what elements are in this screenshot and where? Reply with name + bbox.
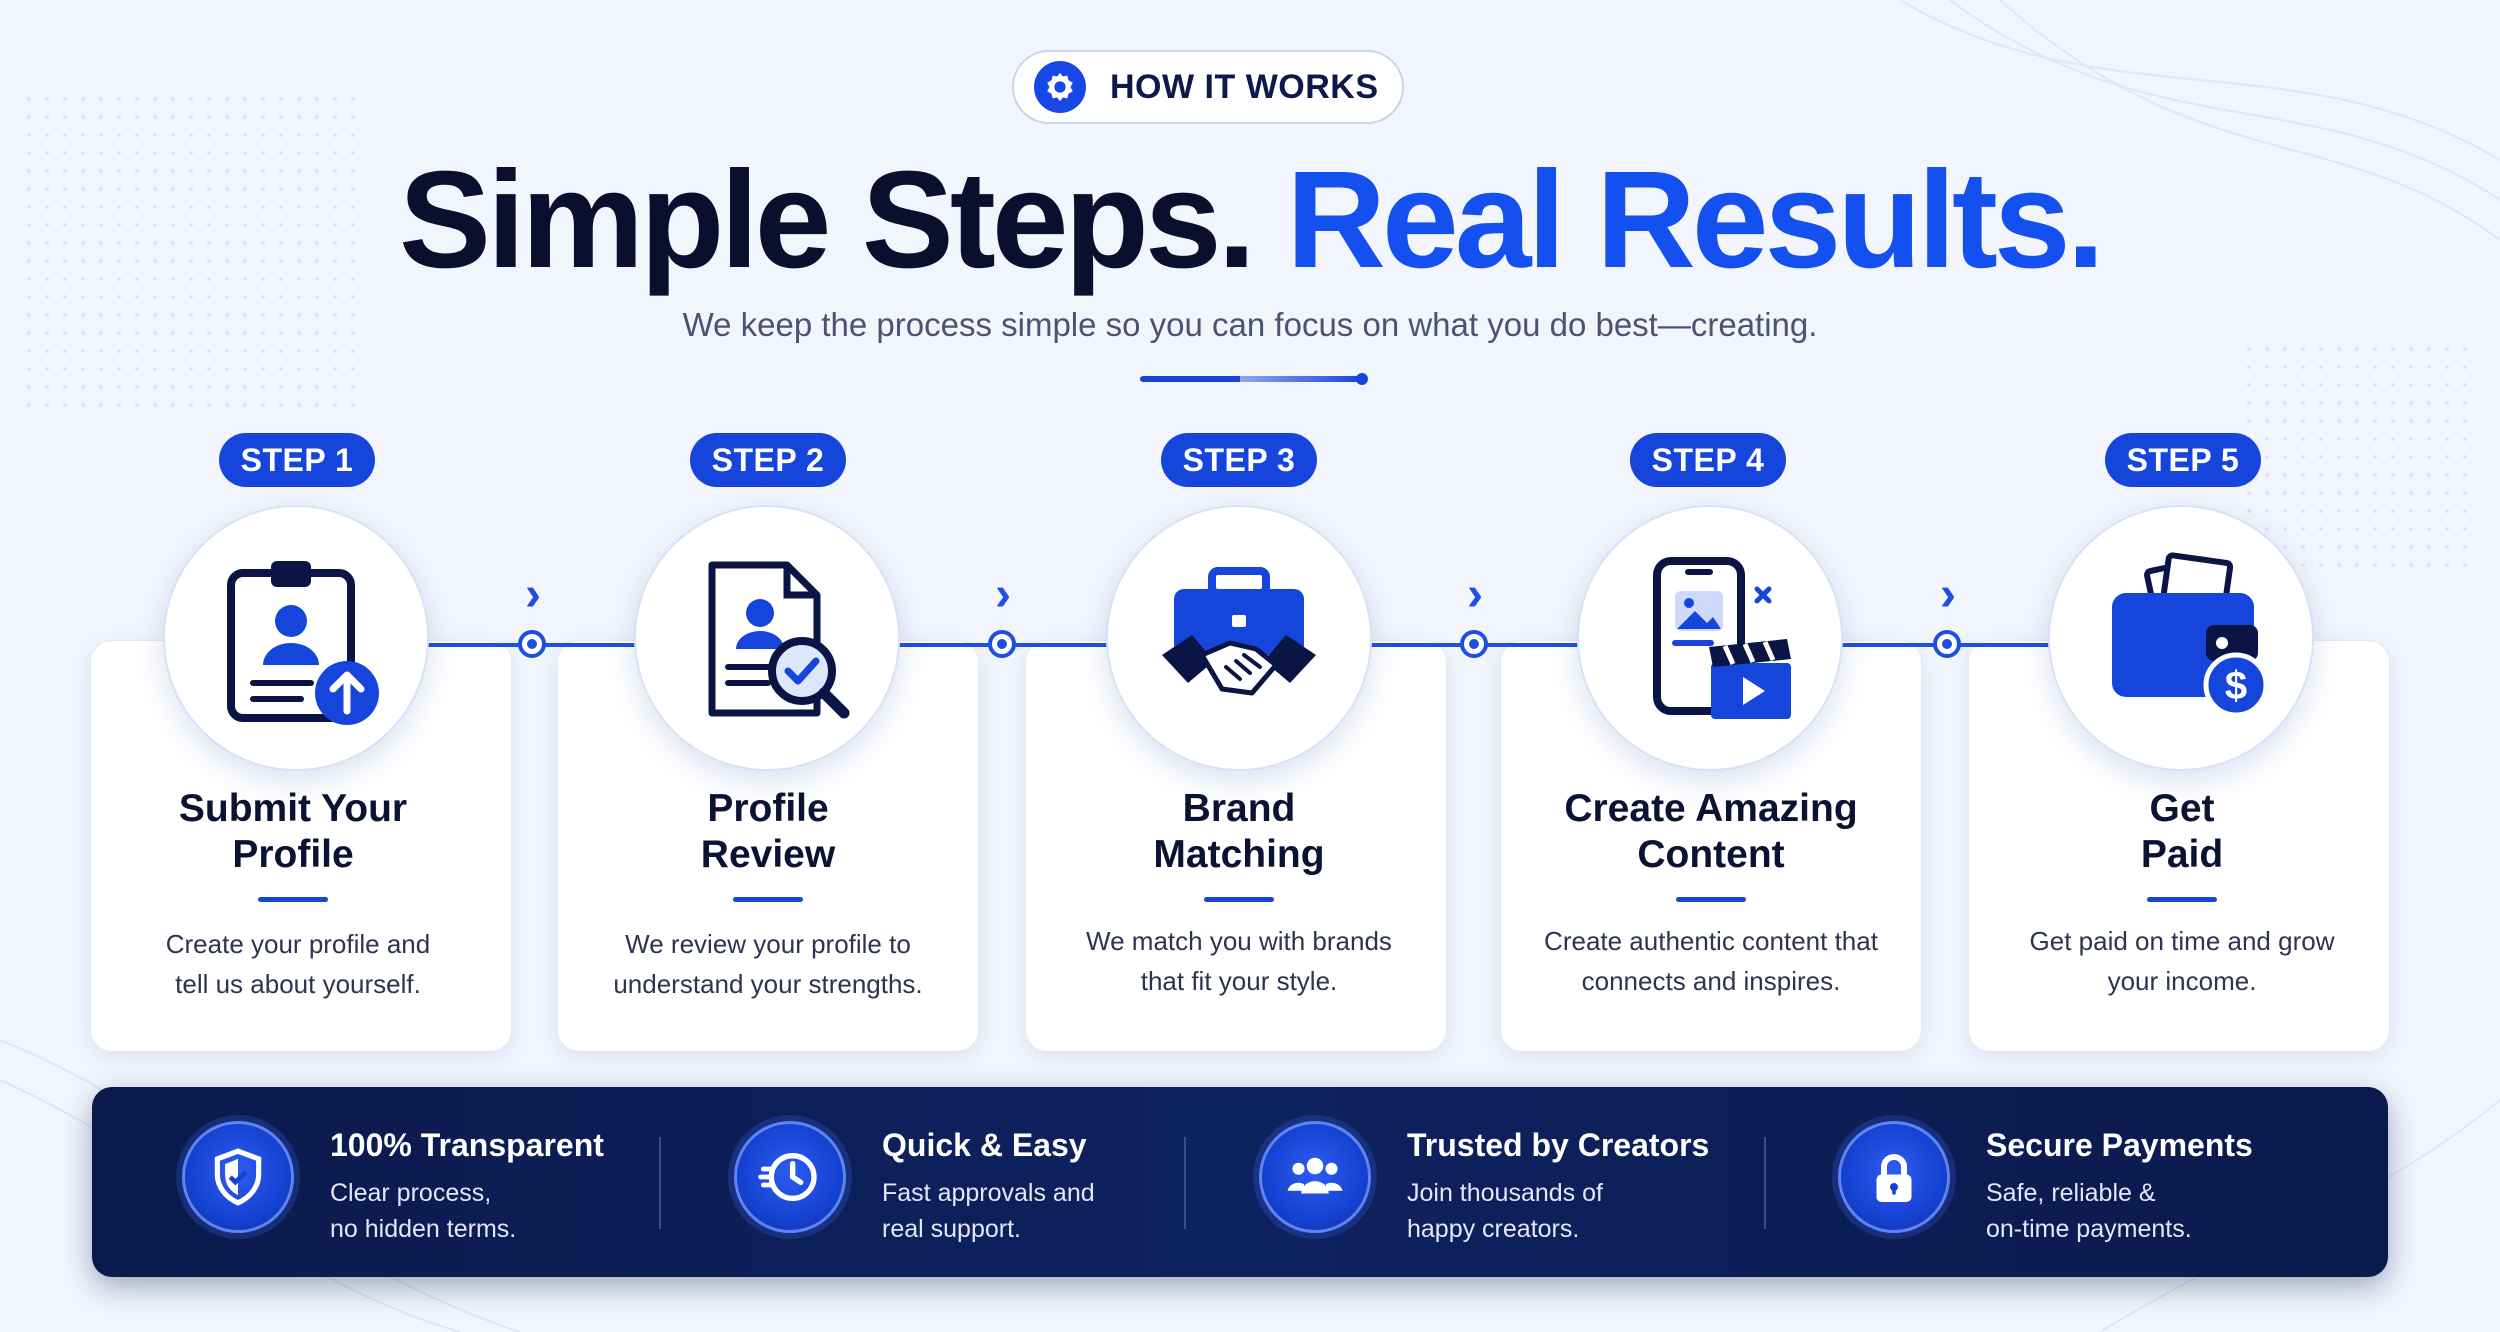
step-title-line: Get <box>2149 787 2215 830</box>
feature-title: Quick & Easy <box>882 1127 1087 1163</box>
shield-icon <box>182 1121 294 1233</box>
feature-desc-line: Join thousands of <box>1407 1179 1603 1207</box>
step-title-line: Create Amazing <box>1564 787 1858 830</box>
feature-desc-line: Safe, reliable & <box>1986 1179 2156 1207</box>
step-desc-line: We match you with brands <box>1086 926 1392 956</box>
step-icon-circle-5: $ <box>2048 505 2314 771</box>
headline-blue: Real Results. <box>1286 143 2105 297</box>
step-title-line: Review <box>700 833 836 876</box>
step-desc-line: We review your profile to <box>625 929 911 959</box>
step-icon-circle-4 <box>1577 505 1843 771</box>
step-icon-circle-3 <box>1106 505 1372 771</box>
step-title-4: Create Amazing Content <box>1500 786 1922 878</box>
step-desc-5: Get paid on time and grow your income. <box>1971 921 2393 1001</box>
feature-desc: Safe, reliable & on-time payments. <box>1986 1175 2286 1247</box>
step-desc-line: tell us about yourself. <box>175 969 421 999</box>
how-it-works-badge: HOW IT WORKS <box>1012 50 1404 124</box>
step-desc-line: understand your strengths. <box>613 969 923 999</box>
page-title: Simple Steps. Real Results. <box>0 140 2500 300</box>
step-desc-line: Create your profile and <box>165 929 431 959</box>
step-title-1: Submit Your Profile <box>82 786 504 878</box>
step-title-line: Profile <box>707 787 829 830</box>
briefcase-handshake-icon <box>1162 567 1316 696</box>
badge-label: HOW IT WORKS <box>1110 67 1379 106</box>
step-pill-2: STEP 2 <box>690 433 846 487</box>
phone-clapper-icon <box>1653 557 1791 719</box>
dot-pattern-left <box>20 90 360 410</box>
connector-node <box>1460 630 1488 658</box>
connector-node <box>518 630 546 658</box>
step-pill-4: STEP 4 <box>1630 433 1786 487</box>
dot-pattern-right <box>2240 340 2480 580</box>
page-subtitle: We keep the process simple so you can fo… <box>682 306 1818 343</box>
step-title-line: Matching <box>1153 833 1325 876</box>
step-title-5: Get Paid <box>1971 786 2393 878</box>
step-desc-3: We match you with brands that fit your s… <box>1028 921 1450 1001</box>
step-desc-4: Create authentic content that connects a… <box>1500 921 1922 1001</box>
step-title-underline <box>258 897 328 902</box>
feature-title: Trusted by Creators <box>1407 1127 1710 1163</box>
feature-desc: Fast approvals and real support. <box>882 1175 1182 1247</box>
feature-desc-line: Clear process, <box>330 1179 492 1207</box>
step-title-underline <box>733 897 803 902</box>
step-title-underline <box>1204 897 1274 902</box>
step-icon-circle-1 <box>163 505 429 771</box>
chevron-right-icon: › <box>525 568 541 621</box>
feature-title: 100% Transparent <box>330 1127 604 1163</box>
document-search-icon <box>708 561 850 719</box>
step-desc-1: Create your profile and tell us about yo… <box>87 924 509 1004</box>
step-title-underline <box>1676 897 1746 902</box>
feature-desc-line: on-time payments. <box>1986 1215 2192 1243</box>
step-desc-2: We review your profile to understand you… <box>557 924 979 1004</box>
step-desc-line: that fit your style. <box>1140 966 1338 996</box>
step-title-line: Submit Your <box>178 787 408 830</box>
step-icon-circle-2 <box>634 505 900 771</box>
connector-node <box>988 630 1016 658</box>
title-underline <box>1140 373 1368 385</box>
step-pill-5: STEP 5 <box>2105 433 2261 487</box>
step-pill-3: STEP 3 <box>1161 433 1317 487</box>
step-desc-line: connects and inspires. <box>1581 966 1841 996</box>
connector-node <box>1933 630 1961 658</box>
wallet-dollar-icon: $ <box>2112 552 2269 718</box>
gear-icon <box>1034 61 1086 113</box>
step-desc-line: Get paid on time and grow <box>2029 926 2335 956</box>
step-desc-line: Create authentic content that <box>1544 926 1878 956</box>
step-desc-line: your income. <box>2107 966 2257 996</box>
feature-title: Secure Payments <box>1986 1127 2253 1163</box>
feature-desc-line: no hidden terms. <box>330 1215 517 1243</box>
clipboard-upload-icon <box>227 561 379 725</box>
users-icon <box>1259 1121 1371 1233</box>
step-title-line: Paid <box>2140 833 2224 876</box>
step-title-2: Profile Review <box>557 786 979 878</box>
step-title-line: Brand <box>1182 787 1296 830</box>
step-title-3: Brand Matching <box>1028 786 1450 878</box>
step-title-underline <box>2147 897 2217 902</box>
step-title-line: Content <box>1637 833 1785 876</box>
feature-desc-line: Fast approvals and <box>882 1179 1095 1207</box>
feature-desc-line: real support. <box>882 1215 1021 1243</box>
step-title-line: Profile <box>232 833 354 876</box>
feature-desc: Join thousands of happy creators. <box>1407 1175 1707 1247</box>
svg-text:$: $ <box>2225 664 2247 708</box>
step-pill-1: STEP 1 <box>219 433 375 487</box>
feature-desc-line: happy creators. <box>1407 1215 1580 1243</box>
lock-icon <box>1838 1121 1950 1233</box>
features-bar: 100% Transparent Clear process, no hidde… <box>92 1087 2388 1277</box>
headline-dark: Simple Steps. <box>399 143 1256 297</box>
feature-divider <box>659 1137 661 1229</box>
chevron-right-icon: › <box>1467 568 1483 621</box>
feature-divider <box>1764 1137 1766 1229</box>
feature-divider <box>1184 1137 1186 1229</box>
feature-desc: Clear process, no hidden terms. <box>330 1175 630 1247</box>
fast-clock-icon <box>734 1121 846 1233</box>
chevron-right-icon: › <box>1940 568 1956 621</box>
chevron-right-icon: › <box>995 568 1011 621</box>
